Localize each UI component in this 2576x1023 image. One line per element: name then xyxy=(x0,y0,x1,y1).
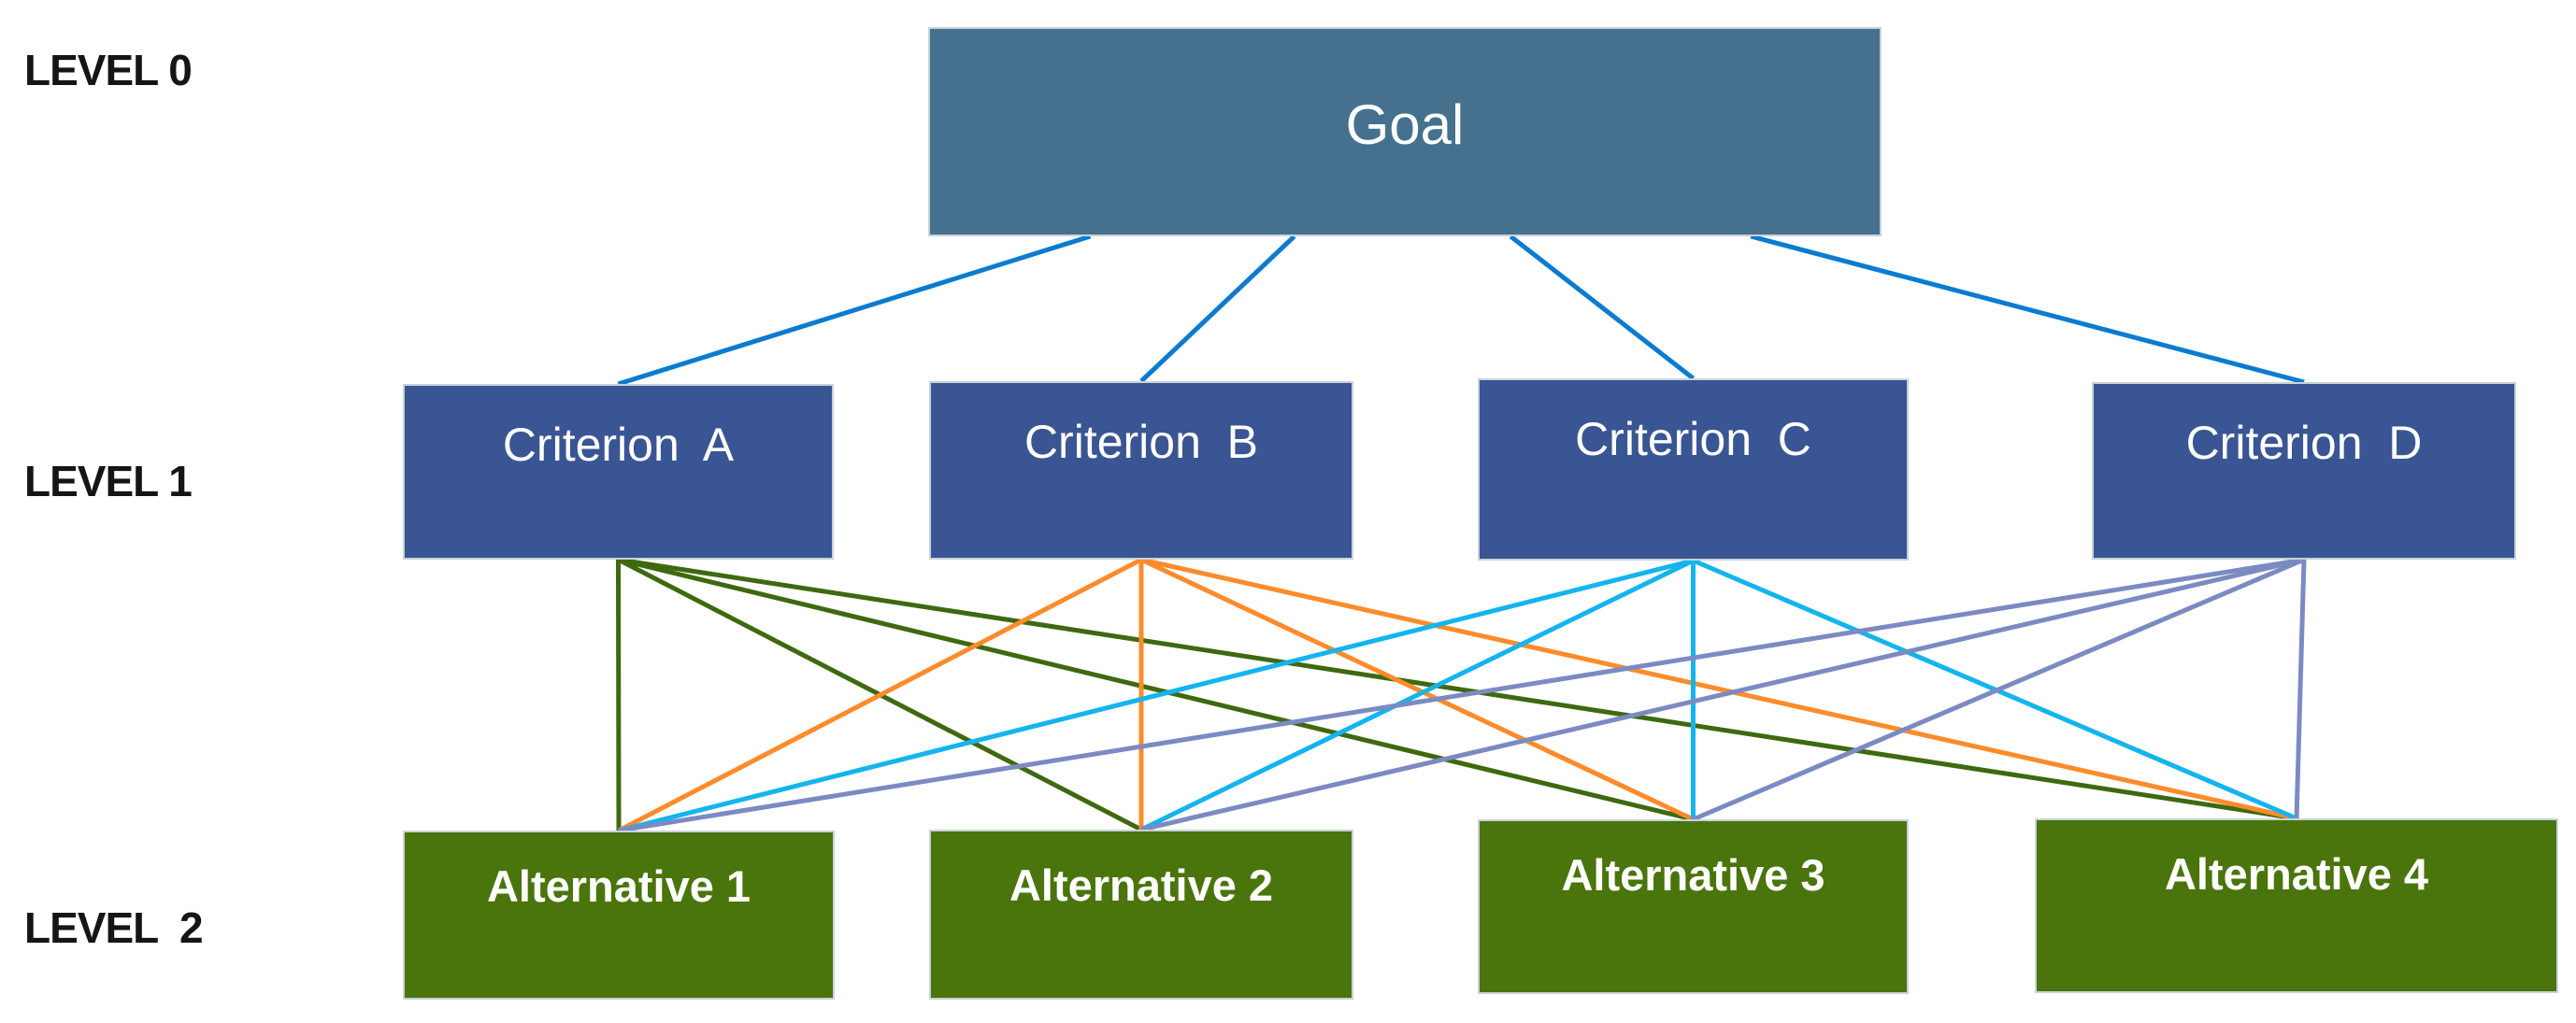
edge-criterion-0-alternative-2 xyxy=(617,557,1695,822)
edge-goal-criterion-0 xyxy=(617,234,1092,387)
edge-criterion-3-alternative-2 xyxy=(1692,557,2305,822)
criterion-c-node: Criterion C xyxy=(1478,378,1909,561)
edge-criterion-1-alternative-0 xyxy=(617,557,1143,833)
alternative-2-node: Alternative 2 xyxy=(929,830,1353,1000)
edge-criterion-3-alternative-0 xyxy=(618,557,2305,833)
criterion-a-node: Criterion A xyxy=(403,384,834,560)
criterion-b-node: Criterion B xyxy=(929,381,1353,560)
edge-criterion-0-alternative-3 xyxy=(618,557,2297,821)
criterion-d-node: Criterion D xyxy=(2092,382,2516,560)
level-1-label: LEVEL 1 xyxy=(24,457,193,505)
edge-criterion-1-alternative-3 xyxy=(1140,557,2297,821)
edge-goal-criterion-3 xyxy=(1750,234,2305,385)
level-0-label: LEVEL 0 xyxy=(24,46,193,94)
edge-goal-criterion-2 xyxy=(1509,234,1696,380)
alternative-1-node: Alternative 1 xyxy=(403,831,835,1000)
edge-criterion-3-alternative-3 xyxy=(2294,559,2307,819)
goal-node: Goal xyxy=(928,27,1882,236)
alternative-3-node: Alternative 3 xyxy=(1478,819,1909,994)
alternative-4-node: Alternative 4 xyxy=(2035,818,2558,993)
edge-criterion-3-alternative-1 xyxy=(1140,557,2305,832)
edge-criterion-0-alternative-0 xyxy=(616,559,622,831)
edge-criterion-2-alternative-1 xyxy=(1139,558,1695,832)
edge-criterion-2-alternative-0 xyxy=(618,558,1695,833)
edge-goal-criterion-1 xyxy=(1139,234,1296,383)
edge-criterion-1-alternative-2 xyxy=(1139,557,1695,822)
level-2-label: LEVEL 2 xyxy=(24,903,204,952)
